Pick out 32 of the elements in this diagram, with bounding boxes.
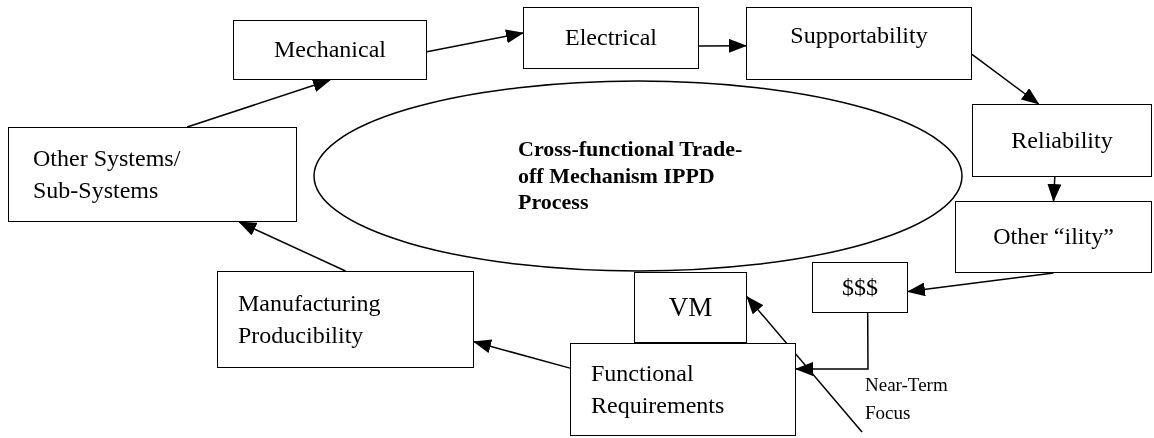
process-box [217,271,474,368]
arrow [186,78,331,128]
process-box [8,127,297,222]
arrow [1047,176,1062,202]
arrow [698,38,747,53]
arrow [473,339,571,369]
process-box [955,201,1152,273]
process-box [570,343,796,436]
box-label: Other Systems/ Sub-Systems [33,144,182,205]
process-box [523,7,699,69]
box-label: Supportability [790,21,928,50]
box-label: Mechanical [274,35,386,65]
process-box [634,272,747,343]
arrow [971,53,1040,105]
box-label: Reliability [1011,125,1113,155]
process-box [972,104,1152,177]
process-box [233,20,427,80]
arrow [426,29,524,53]
box-label: Other “ility” [993,222,1114,252]
box-label: Functional Requirements [591,359,726,420]
arrow [907,272,1055,297]
box-label: Manufacturing Producibility [238,289,382,350]
ellipse-label: Cross-functional Trade-off Mechanism IPPD Process [518,135,744,217]
process-box [812,262,908,313]
box-label: VM [668,290,713,324]
box-label: $$$ [842,272,878,302]
arrow [238,221,347,272]
arrow [746,296,863,433]
box-label: Near-Term Focus [865,372,949,425]
box-label: Electrical [565,23,657,53]
process-box [746,7,972,80]
arrow [795,312,869,377]
